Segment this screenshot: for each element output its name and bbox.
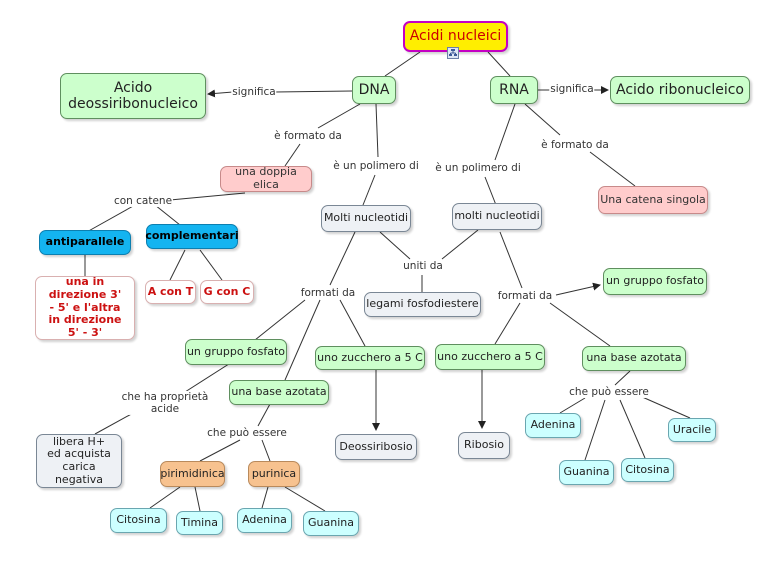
link-puo-purinica: [261, 439, 271, 462]
concept-molti-nucleotidi-rna[interactable]: molti nucleotidi: [452, 203, 542, 230]
link-purin-adenina: [261, 486, 269, 509]
link-base-rna-puo: [614, 370, 631, 386]
link-catene-complementari: [154, 204, 181, 226]
link-root-dna: [384, 51, 421, 77]
concept-base-azotata-rna[interactable]: una base azotata: [582, 346, 686, 371]
link-puo-adenina-rna: [559, 397, 586, 414]
link-formati-dna-zucchero: [339, 299, 366, 347]
concept-a-con-t[interactable]: A con T: [145, 280, 196, 304]
concept-zucchero-dna[interactable]: uno zucchero a 5 C: [315, 346, 425, 370]
link-fosfato-proprieta: [184, 361, 233, 393]
concept-timina[interactable]: Timina: [176, 511, 223, 535]
concept-base-azotata-dna[interactable]: una base azotata: [229, 380, 329, 405]
link-dna-polimero-2: [362, 174, 376, 206]
concept-direzione[interactable]: una in direzione 3' - 5' e l'altra in di…: [35, 276, 135, 340]
link-puo-guanina-rna: [584, 399, 606, 461]
concept-purinica[interactable]: purinica: [248, 461, 300, 487]
link-root-rna: [487, 51, 511, 77]
link-label-significa-dna: significa: [231, 85, 277, 99]
concept-acido-deossiribonucleico[interactable]: Acido deossiribonucleico: [60, 73, 206, 119]
concept-pirimidinica[interactable]: pirimidinica: [160, 461, 225, 487]
link-purin-guanina: [284, 486, 326, 512]
concept-deossiribosio[interactable]: Deossiribosio: [335, 434, 417, 460]
link-complementari-gc: [199, 249, 223, 281]
link-catene-antiparallele: [84, 204, 136, 234]
root-concept-acidi-nucleici[interactable]: Acidi nucleici: [403, 21, 508, 52]
link-label-formati-da-dna: formati da: [299, 286, 357, 300]
link-dna-polimero: [375, 103, 379, 158]
link-label-proprieta-acide: che ha proprietà acide: [119, 390, 211, 416]
concept-gruppo-fosfato-dna[interactable]: un gruppo fosfato: [185, 339, 287, 365]
link-complementari-at: [169, 249, 186, 281]
link-label-polimero-dna: è un polimero di: [332, 159, 420, 173]
link-formati-rna-zucchero: [494, 302, 521, 345]
link-proprieta-libera: [94, 411, 136, 435]
link-significa-dna: [274, 90, 353, 93]
concept-antiparallele[interactable]: antiparallele: [39, 230, 131, 255]
concept-complementari[interactable]: complementari: [145, 224, 239, 249]
concept-doppia-elica[interactable]: una doppia elica: [220, 166, 312, 192]
concept-adenina-dna[interactable]: Adenina: [237, 508, 292, 533]
link-label-formati-da-rna: formati da: [496, 289, 554, 303]
concept-zucchero-rna[interactable]: uno zucchero a 5 C: [435, 344, 545, 370]
link-label-con-catene: con catene: [112, 194, 174, 208]
link-label-significa-rna: significa: [549, 82, 595, 96]
link-label-formato-da-dna: è formato da: [273, 129, 343, 143]
concept-libera-h[interactable]: libera H+ ed acquista carica negativa: [36, 434, 122, 488]
link-puo-uracile: [639, 395, 691, 419]
link-molti-formati-rna: [499, 231, 523, 289]
link-dna-formato-2: [284, 143, 301, 167]
concept-uracile[interactable]: Uracile: [668, 418, 716, 442]
link-molti-formati-dna: [329, 231, 356, 286]
concept-dna[interactable]: DNA: [352, 76, 396, 104]
concept-guanina-dna[interactable]: Guanina: [303, 511, 359, 536]
link-pirim-citosina: [149, 486, 181, 509]
concept-adenina-rna[interactable]: Adenina: [525, 413, 581, 438]
link-label-puo-essere-rna: che può essere: [568, 385, 650, 399]
link-molti-uniti-1: [379, 231, 411, 260]
concept-citosina-dna[interactable]: Citosina: [110, 508, 167, 533]
concept-guanina-rna[interactable]: Guanina: [559, 460, 614, 485]
concept-map-icon[interactable]: [447, 47, 459, 59]
concept-acido-ribonucleico[interactable]: Acido ribonucleico: [610, 76, 750, 104]
link-formati-dna-fosfato: [254, 299, 306, 341]
link-rna-formato-2: [589, 151, 636, 187]
link-label-uniti-da: uniti da: [402, 259, 444, 273]
link-formati-dna-base: [284, 299, 321, 381]
link-label-polimero-rna: è un polimero di: [434, 161, 522, 175]
concept-g-con-c[interactable]: G con C: [200, 280, 254, 304]
concept-ribosio[interactable]: Ribosio: [458, 432, 510, 459]
link-elica-catene: [169, 192, 246, 201]
link-label-formato-da-rna: è formato da: [540, 138, 610, 152]
concept-citosina-rna[interactable]: Citosina: [621, 458, 674, 482]
link-molti-uniti-2: [441, 229, 479, 260]
concept-molti-nucleotidi-dna[interactable]: Molti nucleotidi: [321, 205, 411, 232]
link-dna-formato: [317, 103, 361, 129]
concept-gruppo-fosfato-rna[interactable]: un gruppo fosfato: [603, 268, 707, 295]
concept-rna[interactable]: RNA: [490, 76, 538, 104]
link-formati-rna-base: [549, 302, 611, 347]
link-pirim-timina: [194, 486, 201, 512]
link-rna-formato: [524, 103, 561, 136]
link-puo-pirimidinica: [199, 439, 241, 462]
link-significa-dna-arrow: [207, 89, 234, 98]
link-label-puo-essere-dna: che può essere: [206, 426, 288, 440]
link-rna-polimero: [494, 103, 516, 161]
concept-legami-fosfodiestere[interactable]: legami fosfodiestere: [364, 292, 481, 317]
link-rna-polimero-2: [484, 176, 497, 206]
concept-catena-singola[interactable]: Una catena singola: [598, 186, 708, 214]
link-base-dna-puo: [257, 403, 271, 427]
link-formati-rna-fosfato-arrow: [555, 282, 601, 296]
link-puo-citosina-rna: [619, 399, 646, 459]
